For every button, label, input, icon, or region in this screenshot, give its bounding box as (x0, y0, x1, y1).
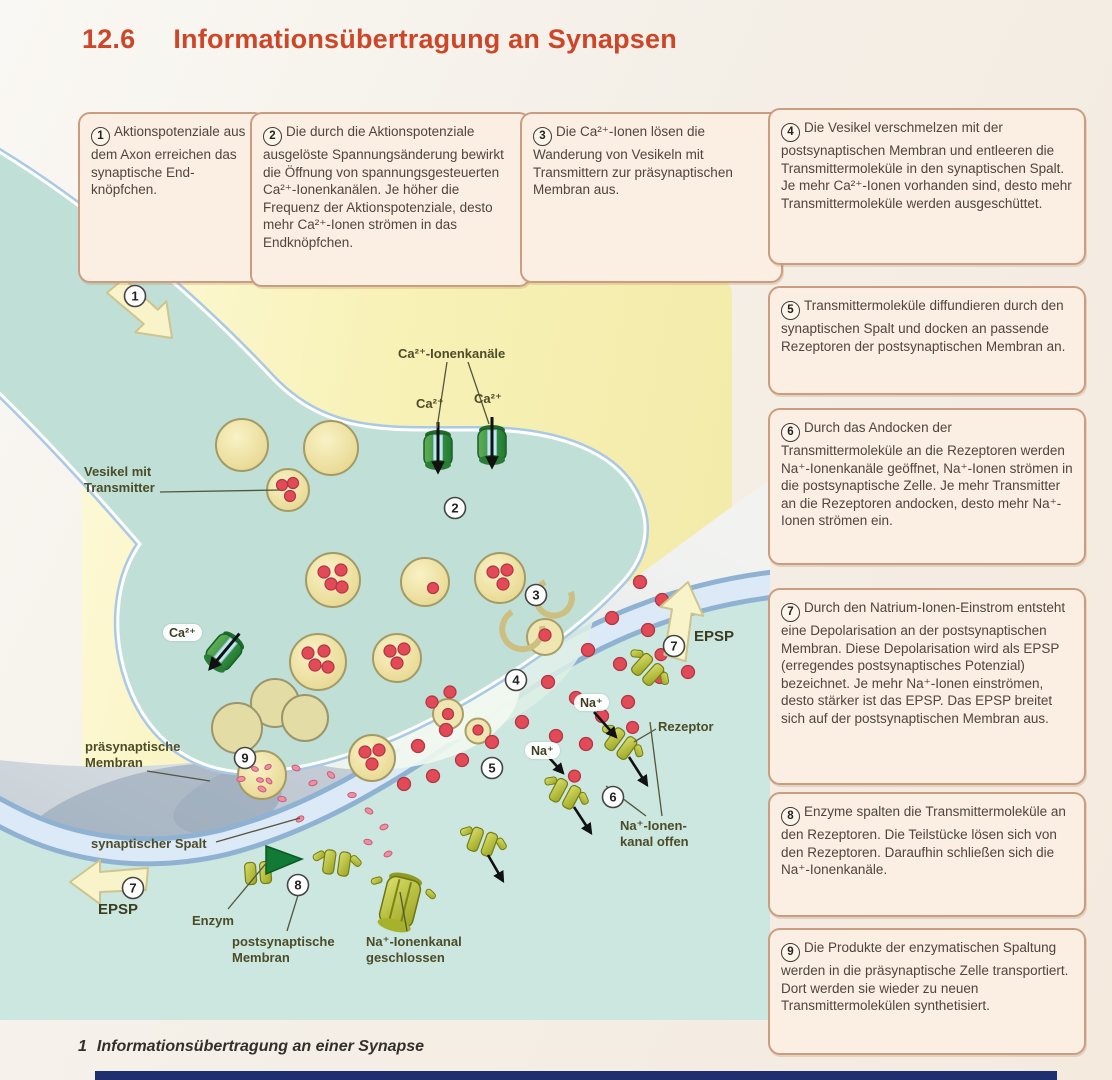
section-title: Informationsübertragung an Synapsen (173, 24, 677, 54)
callout-text: Aktionspotenziale aus dem Axon erreichen… (91, 124, 246, 198)
recycled-transmitter-pieces (251, 763, 273, 785)
na-flow-arrows (486, 711, 649, 884)
callout-number: 4 (781, 122, 800, 142)
label-ca-ion-a: Ca²⁺ (416, 396, 444, 411)
vesicles (211, 418, 526, 800)
callout-number: 8 (781, 806, 800, 826)
section-number: 12.6 (82, 24, 136, 54)
label-presynaptic-membrane: präsynaptische Membran (85, 739, 181, 771)
callout-number: 5 (781, 300, 800, 320)
callout-text: Enzyme spalten die Transmittermoleküle a… (781, 804, 1066, 878)
svg-text:2: 2 (451, 501, 458, 516)
caption-number: 1 (78, 1038, 87, 1055)
na-channel-closed-icon (370, 872, 436, 933)
label-na-channel-open: Na⁺-Ionen- kanal offen (620, 818, 689, 850)
callout-text: Durch den Natrium-Ionen-Einstrom entsteh… (781, 600, 1066, 726)
label-na-ion-b: Na⁺ (525, 742, 560, 759)
caption-text: Informationsübertragung an einer Synapse (96, 1038, 425, 1055)
svg-text:6: 6 (609, 790, 616, 805)
svg-text:8: 8 (294, 878, 301, 893)
label-ca-channels: Ca²⁺-Ionenkanäle (398, 346, 506, 361)
enzyme-icon (265, 844, 305, 876)
label-na-channel-closed: Na⁺-Ionenkanal geschlossen (366, 934, 462, 966)
label-na-ion-a: Na⁺ (574, 694, 609, 711)
label-synaptic-cleft: synaptischer Spalt (91, 836, 207, 851)
page-footer-bar (95, 1071, 1057, 1080)
callout-text: Die durch die Aktionspotenziale ausgelös… (263, 124, 504, 250)
svg-text:1: 1 (131, 289, 138, 304)
action-potential-arrow (105, 277, 173, 339)
vesicle-transmitters (275, 476, 552, 771)
callout-number: 7 (781, 602, 800, 622)
callout-number: 2 (263, 126, 282, 146)
figure-caption: 1 Informationsübertragung an einer Synap… (78, 1038, 424, 1056)
epsp-arrow-left (69, 859, 149, 905)
callout-text: Die Vesikel verschmelzen mit der postsyn… (781, 120, 1072, 211)
svg-text:3: 3 (532, 588, 539, 603)
step-markers: 1 2 3 4 5 6 7 7 8 9 (121, 284, 686, 900)
callout-number: 1 (91, 126, 110, 146)
receptor-icons (244, 648, 670, 933)
synapse-diagram: 1 2 3 4 5 6 7 7 8 9 (0, 130, 770, 1020)
svg-text:7: 7 (129, 881, 136, 896)
callout-number: 3 (533, 126, 552, 146)
callout-text: Die Produkte der enzymatischen Spaltung … (781, 940, 1069, 1014)
callout-text: Die Ca²⁺-Ionen lösen die Wanderung von V… (533, 124, 733, 198)
svg-text:5: 5 (488, 761, 495, 776)
ca-channel-icon (203, 417, 507, 673)
svg-text:7: 7 (670, 639, 677, 654)
label-postsynaptic-membrane: postsynaptische Membran (232, 934, 335, 966)
svg-text:9: 9 (241, 751, 248, 766)
label-ca-ion-b: Ca²⁺ (474, 391, 502, 406)
label-epsp-left: EPSP (98, 901, 139, 918)
label-enzyme: Enzym (192, 913, 234, 928)
callout-number: 6 (781, 422, 800, 442)
label-epsp-right: EPSP (694, 628, 735, 645)
callout-number: 9 (781, 942, 800, 962)
page-title: 12.6 Informationsübertragung an Synapsen (82, 24, 677, 55)
callout-text: Transmittermoleküle diffundieren durch d… (781, 298, 1066, 354)
svg-text:4: 4 (512, 673, 520, 688)
label-vesicle: Vesikel mit Transmitter (84, 464, 155, 496)
callout-text: Durch das Andocken der Transmittermolekü… (781, 420, 1073, 529)
label-receptor: Rezeptor (658, 719, 714, 734)
label-ca-ion-left: Ca²⁺ (163, 624, 202, 641)
